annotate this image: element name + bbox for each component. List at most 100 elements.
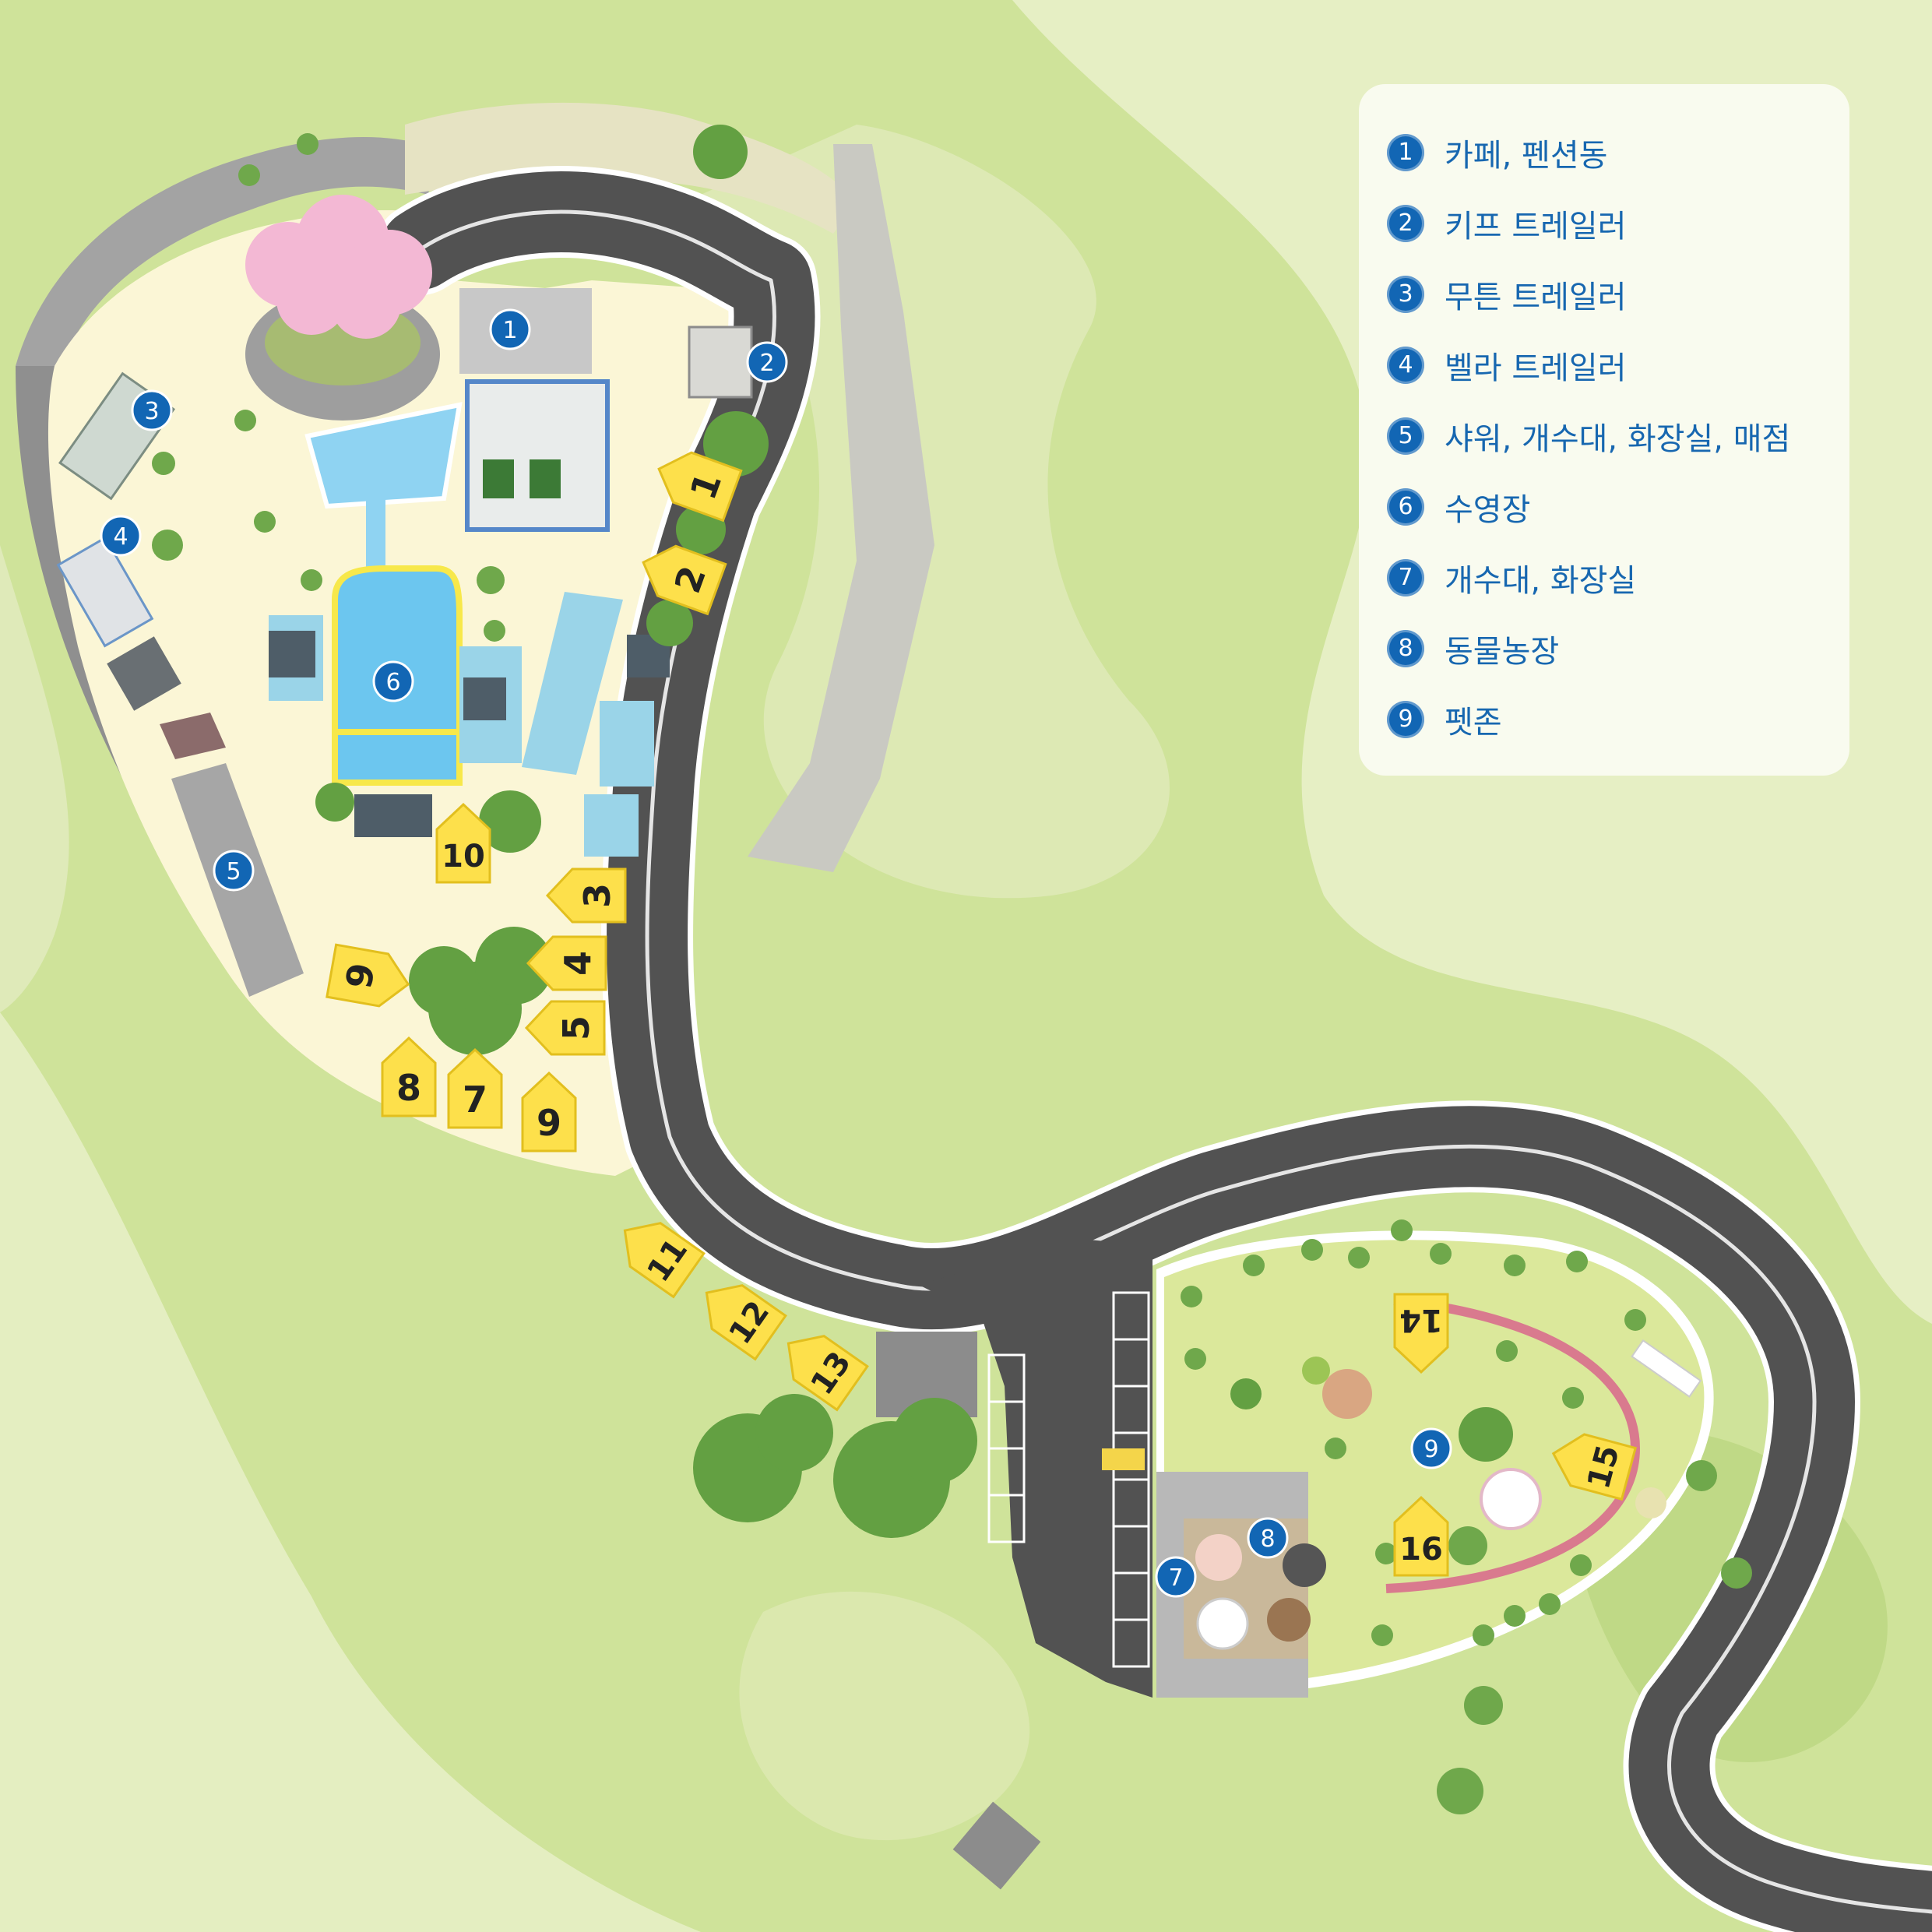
deck-lower bbox=[584, 794, 639, 857]
site-tag-shape bbox=[1393, 1293, 1449, 1374]
marker-circle bbox=[746, 341, 788, 383]
legend-item-6: 6 수영장 bbox=[1387, 471, 1849, 542]
site-tag-shape bbox=[657, 451, 743, 523]
site-tag-3[interactable]: 3 bbox=[545, 867, 627, 924]
parking-lines bbox=[987, 1291, 1150, 1668]
marker-circle bbox=[1247, 1517, 1289, 1559]
legend-item-3: 3 무튼 트레일러 bbox=[1387, 259, 1849, 329]
site-tag-8[interactable]: 8 bbox=[381, 1036, 437, 1117]
rabbit bbox=[1283, 1543, 1326, 1587]
pet-bench bbox=[1631, 1339, 1702, 1398]
legend-badge-3: 3 bbox=[1387, 275, 1424, 313]
facility-marker-6[interactable]: 6 bbox=[372, 660, 414, 702]
light-terrain-south bbox=[739, 1591, 1030, 1841]
hedge-2 bbox=[530, 459, 561, 498]
tree-cluster bbox=[315, 125, 1513, 1538]
poodle-dog bbox=[1322, 1369, 1372, 1419]
light-terrain-west bbox=[0, 545, 69, 1012]
site-tag-2[interactable]: 2 bbox=[635, 537, 727, 616]
facility-marker-5[interactable]: 5 bbox=[213, 850, 255, 892]
hedge-1 bbox=[483, 459, 514, 498]
site-tag-15[interactable]: 15 bbox=[1547, 1428, 1638, 1501]
pool-connector bbox=[366, 498, 385, 568]
site-tag-13[interactable]: 13 bbox=[773, 1321, 869, 1412]
site-tag-6[interactable]: 6 bbox=[326, 943, 413, 1010]
animal-farm-animals bbox=[1195, 1534, 1326, 1650]
legend-label-bella-trailer: 벨라 트레일러 bbox=[1445, 350, 1627, 386]
site-tag-shape bbox=[381, 1036, 437, 1117]
site-tag-16[interactable]: 16 bbox=[1393, 1495, 1449, 1577]
sheep bbox=[1196, 1597, 1249, 1650]
legend-item-5: 5 샤워, 개수대, 화장실, 매점 bbox=[1387, 400, 1849, 471]
facility-marker-3[interactable]: 3 bbox=[131, 389, 173, 431]
site-tag-shape bbox=[787, 1335, 869, 1412]
legend-item-1: 1 카페, 펜션동 bbox=[1387, 117, 1849, 188]
site-tag-label: 10 bbox=[442, 839, 485, 875]
site-tag-1[interactable]: 1 bbox=[650, 444, 743, 523]
site-tag-label: 3 bbox=[576, 883, 618, 908]
facility-marker-9[interactable]: 9 bbox=[1410, 1427, 1452, 1469]
marker-label: 8 bbox=[1260, 1526, 1275, 1553]
parking-marking bbox=[1102, 1448, 1145, 1470]
site-tag-5[interactable]: 5 bbox=[524, 1000, 606, 1056]
site-tag-shape bbox=[1393, 1495, 1449, 1577]
marker-label: 9 bbox=[1423, 1436, 1438, 1463]
site-tag-shape bbox=[326, 943, 410, 1008]
trailer-4 bbox=[56, 536, 154, 648]
legend-item-7: 7 개수대, 화장실 bbox=[1387, 542, 1849, 613]
site-tag-shape bbox=[447, 1047, 503, 1129]
site-tag-7[interactable]: 7 bbox=[447, 1047, 503, 1129]
facility-marker-2[interactable]: 2 bbox=[746, 341, 788, 383]
legend-item-8: 8 동물농장 bbox=[1387, 613, 1849, 684]
legend-label-animal-farm: 동물농장 bbox=[1445, 633, 1560, 670]
legend-label-cafe: 카페, 펜션동 bbox=[1445, 137, 1608, 174]
site-tag-11[interactable]: 11 bbox=[610, 1209, 706, 1299]
facility-marker-8[interactable]: 8 bbox=[1247, 1517, 1289, 1559]
legend-label-restroom: 개수대, 화장실 bbox=[1445, 562, 1637, 599]
retaining-strip bbox=[748, 144, 934, 872]
facility-marker-1[interactable]: 1 bbox=[489, 308, 531, 350]
site-tag-14[interactable]: 14 bbox=[1393, 1293, 1449, 1374]
site-tag-12[interactable]: 12 bbox=[692, 1271, 787, 1361]
marker-label: 7 bbox=[1168, 1564, 1183, 1592]
marker-label: 1 bbox=[502, 317, 517, 344]
site-tag-label: 7 bbox=[463, 1079, 487, 1121]
site-tag-shape bbox=[435, 802, 491, 884]
legend-badge-6: 6 bbox=[1387, 487, 1424, 526]
site-tag-shape bbox=[545, 867, 627, 924]
facility-marker-7[interactable]: 7 bbox=[1155, 1556, 1197, 1598]
site-tag-label: 8 bbox=[396, 1067, 421, 1109]
site-tag-9[interactable]: 9 bbox=[521, 1071, 577, 1153]
gray-building-far-south bbox=[952, 1801, 1041, 1890]
shop-roof bbox=[160, 713, 226, 759]
legend-label-shower: 샤워, 개수대, 화장실, 매점 bbox=[1445, 421, 1791, 457]
site-tag-label: 5 bbox=[555, 1015, 597, 1040]
light-terrain-southwest bbox=[0, 1012, 701, 1932]
legend-badge-5: 5 bbox=[1387, 417, 1424, 455]
site-tag-4[interactable]: 4 bbox=[526, 935, 607, 991]
small-trees bbox=[152, 133, 1752, 1814]
stone-wall bbox=[16, 137, 436, 367]
marker-label: 5 bbox=[226, 858, 241, 885]
marker-circle bbox=[1155, 1556, 1197, 1598]
legend-label-pet-zone: 펫존 bbox=[1445, 704, 1502, 741]
facility-marker-4[interactable]: 4 bbox=[100, 515, 142, 557]
site-tag-10[interactable]: 10 bbox=[435, 802, 491, 884]
marker-circle bbox=[489, 308, 531, 350]
marker-label: 6 bbox=[385, 669, 400, 696]
marker-circle bbox=[131, 389, 173, 431]
parking-road bbox=[919, 1238, 1153, 1698]
legend-badge-1: 1 bbox=[1387, 133, 1424, 171]
pergola-1 bbox=[269, 631, 315, 677]
pig bbox=[1195, 1534, 1242, 1581]
legend-label-keep-trailer: 키프 트레일러 bbox=[1445, 208, 1627, 245]
site-tag-shape bbox=[642, 544, 727, 616]
white-dog bbox=[1480, 1468, 1542, 1530]
slide-deck bbox=[522, 592, 623, 775]
cherry-blossom-tree bbox=[245, 195, 432, 339]
marker-circle bbox=[100, 515, 142, 557]
pergola-4 bbox=[354, 794, 432, 837]
marker-circle bbox=[372, 660, 414, 702]
site-tag-shape bbox=[1551, 1433, 1638, 1501]
